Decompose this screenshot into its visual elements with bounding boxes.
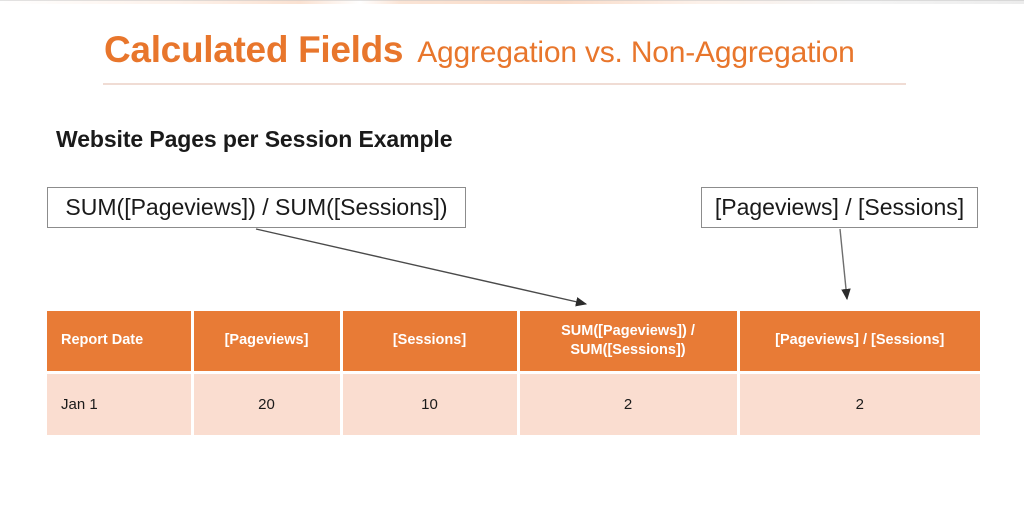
- column-header-sum-ratio-line2: SUM([Sessions]): [570, 341, 686, 358]
- table-header-row: Report Date [Pageviews] [Sessions] SUM([…: [47, 311, 980, 372]
- title-divider-rule: [103, 83, 906, 85]
- cell-sum-ratio: 2: [518, 370, 740, 435]
- cell-pageviews: 20: [192, 370, 343, 435]
- callout-aggregation-formula-text: SUM([Pageviews]) / SUM([Sessions]): [65, 194, 448, 220]
- previous-slide-sliver: [0, 0, 1024, 4]
- table-row: Jan 1 20 10 2 2: [47, 370, 980, 435]
- callout-aggregation-formula: SUM([Pageviews]) / SUM([Sessions]): [47, 187, 466, 228]
- column-header-report-date: Report Date: [47, 311, 194, 372]
- top-edge-hairline: [0, 0, 1024, 1]
- non-aggregation-arrow: [839, 228, 851, 301]
- aggregation-arrow: [255, 228, 588, 307]
- column-header-sum-ratio-line1: SUM([Pageviews]) /: [561, 323, 695, 340]
- page-title: Calculated Fields Aggregation vs. Non-Ag…: [104, 29, 855, 71]
- column-header-pageviews: [Pageviews]: [192, 311, 343, 372]
- callout-non-aggregation-formula-text: [Pageviews] / [Sessions]: [714, 194, 965, 220]
- cell-report-date: Jan 1: [47, 370, 194, 435]
- section-heading: Website Pages per Session Example: [56, 126, 453, 152]
- column-header-row-ratio: [Pageviews] / [Sessions]: [738, 311, 980, 372]
- title-subtitle-text: Aggregation vs. Non-Aggregation: [417, 36, 855, 69]
- title-main-text: Calculated Fields: [104, 29, 404, 70]
- table-body: Jan 1 20 10 2 2: [47, 370, 980, 435]
- cell-sessions: 10: [341, 370, 520, 435]
- column-header-sum-ratio: SUM([Pageviews]) / SUM([Sessions]): [518, 311, 740, 372]
- table-header: Report Date [Pageviews] [Sessions] SUM([…: [47, 311, 980, 372]
- callout-non-aggregation-formula: [Pageviews] / [Sessions]: [701, 187, 978, 228]
- column-header-sessions: [Sessions]: [341, 311, 520, 372]
- cell-row-ratio: 2: [738, 370, 980, 435]
- results-table: Report Date [Pageviews] [Sessions] SUM([…: [47, 311, 980, 435]
